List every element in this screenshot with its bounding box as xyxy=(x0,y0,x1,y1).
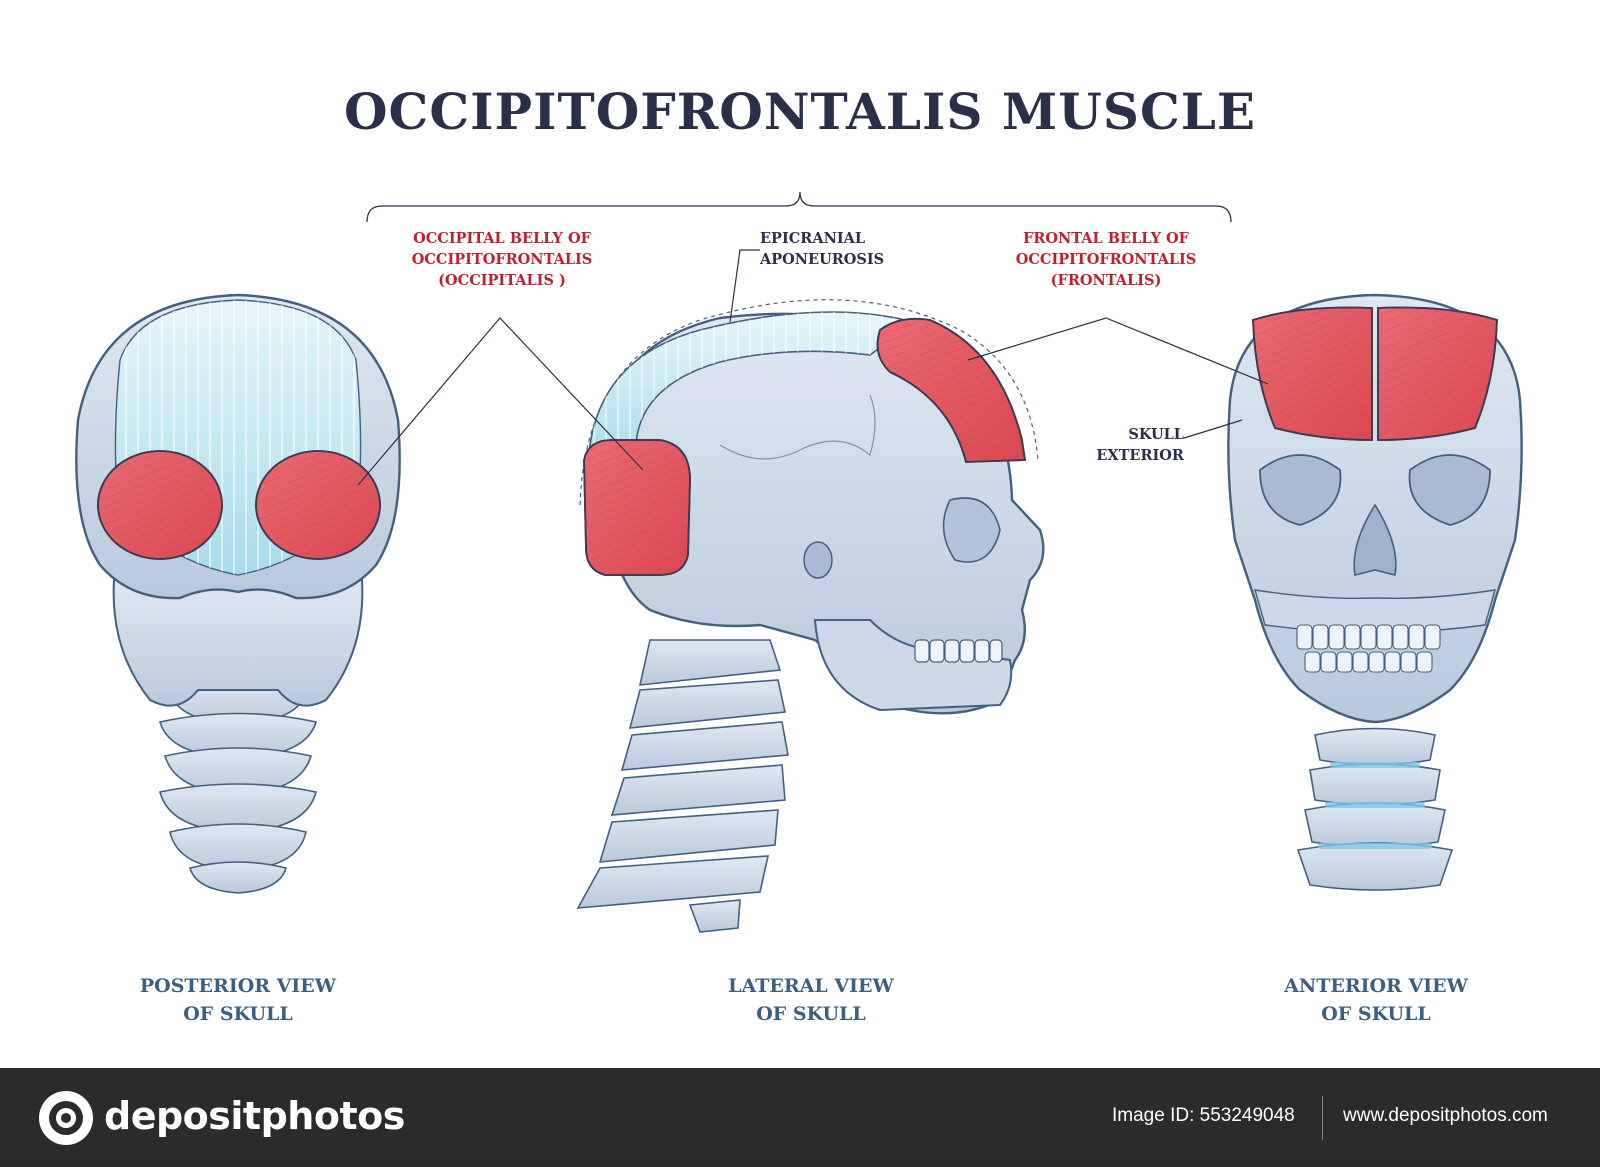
posterior-occipitalis-muscles xyxy=(97,450,381,560)
caption-line: POSTERIOR VIEW xyxy=(139,975,337,997)
label-line: EPICRANIAL xyxy=(760,230,866,247)
label-line: OCCIPITAL BELLY OF xyxy=(413,230,591,247)
caption-anterior: ANTERIOR VIEW OF SKULL xyxy=(1246,972,1506,1028)
label-occipital-belly: OCCIPITAL BELLY OF OCCIPITOFRONTALIS (OC… xyxy=(382,228,622,291)
bracket xyxy=(366,191,1232,223)
caption-line: OF SKULL xyxy=(183,1003,293,1025)
caption-posterior: POSTERIOR VIEW OF SKULL xyxy=(108,972,368,1028)
lateral-vertebrae xyxy=(576,639,789,933)
lateral-teeth xyxy=(914,639,1003,663)
label-line: (FRONTALIS) xyxy=(1050,272,1162,289)
label-line: APONEUROSIS xyxy=(760,251,885,268)
lateral-cranium xyxy=(598,312,1045,715)
brand-name: depositphotos xyxy=(104,1094,405,1138)
leader-lines xyxy=(357,249,1269,486)
label-line: FRONTAL BELLY OF xyxy=(1023,230,1189,247)
anterior-teeth xyxy=(1296,624,1441,673)
label-skull-exterior: SKULL EXTERIOR xyxy=(1072,424,1184,466)
anterior-frontalis-muscles xyxy=(1252,306,1498,441)
posterior-skull xyxy=(75,293,401,894)
website-link[interactable]: www.depositphotos.com xyxy=(1343,1105,1548,1126)
label-epicranial-aponeurosis: EPICRANIAL APONEUROSIS xyxy=(760,228,910,270)
anterior-vertebrae xyxy=(1296,727,1454,891)
anterior-skull xyxy=(1227,293,1523,891)
label-line: (OCCIPITALIS ) xyxy=(438,272,566,289)
image-id: Image ID: 553249048 xyxy=(1112,1105,1295,1126)
label-frontal-belly: FRONTAL BELLY OF OCCIPITOFRONTALIS (FRON… xyxy=(990,228,1222,291)
lateral-occipitalis xyxy=(583,439,691,576)
anatomy-illustration xyxy=(75,191,1523,933)
caption-line: LATERAL VIEW xyxy=(728,975,894,997)
label-line: EXTERIOR xyxy=(1096,447,1184,464)
lateral-frontalis xyxy=(876,317,1027,463)
label-line: SKULL xyxy=(1128,426,1184,443)
diagram-title: OCCIPITOFRONTALIS MUSCLE xyxy=(343,82,1257,141)
label-line: OCCIPITOFRONTALIS xyxy=(411,251,593,268)
label-line: OCCIPITOFRONTALIS xyxy=(1015,251,1197,268)
watermark-footer: depositphotos Image ID: 553249048 www.de… xyxy=(0,1068,1600,1167)
caption-line: ANTERIOR VIEW xyxy=(1284,975,1468,997)
caption-line: OF SKULL xyxy=(756,1003,866,1025)
camera-logo-icon xyxy=(39,1091,93,1145)
caption-lateral: LATERAL VIEW OF SKULL xyxy=(681,972,941,1028)
lateral-skull xyxy=(576,299,1045,933)
footer-divider xyxy=(1322,1096,1323,1140)
caption-line: OF SKULL xyxy=(1321,1003,1431,1025)
